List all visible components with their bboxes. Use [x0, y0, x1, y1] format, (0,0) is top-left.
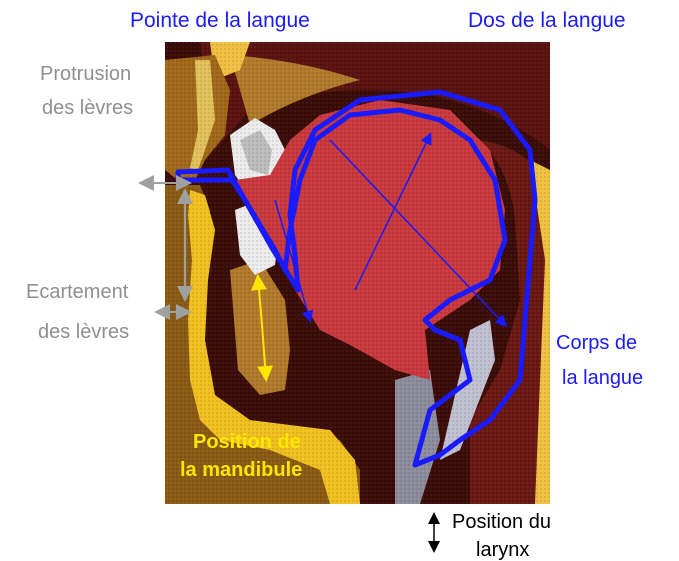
label-tongue-body-line2: la langue — [562, 368, 643, 388]
label-tongue-tip: Pointe de la langue — [130, 10, 310, 31]
label-larynx-line1: Position du — [452, 512, 551, 532]
label-tongue-back: Dos de la langue — [468, 10, 626, 31]
label-mandible-line2: la mandibule — [180, 460, 302, 480]
label-lip-spread-line1: Ecartement — [26, 282, 128, 302]
label-larynx-line2: larynx — [476, 540, 529, 560]
label-tongue-body-line1: Corps de — [556, 333, 637, 353]
label-lip-spread-line2: des lèvres — [38, 322, 129, 342]
label-mandible-line1: Position de — [193, 432, 301, 452]
label-lip-protrusion-line1: Protrusion — [40, 64, 131, 84]
label-lip-protrusion-line2: des lèvres — [42, 98, 133, 118]
